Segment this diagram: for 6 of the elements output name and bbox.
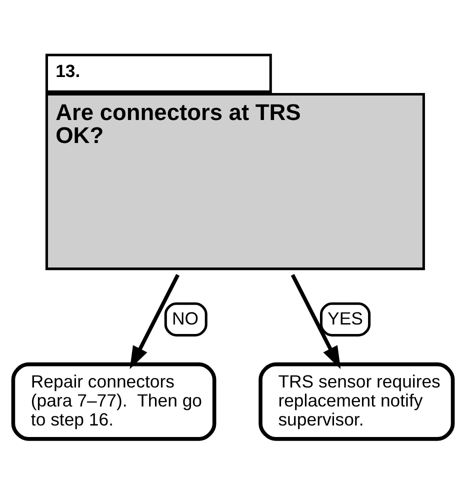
arrow	[130, 274, 180, 370]
node-box: Repair connectors (para 7–77). Then go to step 16.	[11, 362, 216, 441]
edge-label: NO	[172, 308, 198, 329]
node-box: TRS sensor requires replacement notify supervisor.	[258, 362, 455, 441]
arrow	[290, 274, 341, 370]
edge-label: YES	[328, 308, 363, 329]
